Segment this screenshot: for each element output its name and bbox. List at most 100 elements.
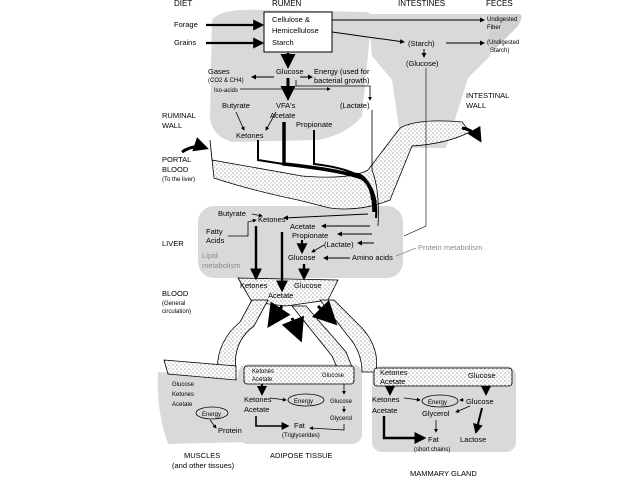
adipose-label: ADIPOSE TISSUE <box>270 451 332 460</box>
rumen-propionate: Propionate <box>296 120 332 129</box>
intestinal-flow-arrow <box>461 125 482 143</box>
substrate-cellulose: Cellulose & <box>272 15 310 24</box>
muscle-vessel <box>163 359 237 381</box>
arrow-flow-to-ketones-liver <box>283 213 369 221</box>
label-forage: Forage <box>174 20 198 29</box>
muscles-ketones: Ketones <box>172 392 194 398</box>
muscles-energy-oval <box>195 406 229 420</box>
muscles-label-2: (and other tissues) <box>172 461 235 470</box>
rumen-substrate-box <box>263 11 333 53</box>
rumen-acetate: Acetate <box>270 111 295 120</box>
arrow-mammary-acetate-to-fat <box>382 416 427 444</box>
general-circulation <box>237 277 339 307</box>
flow-lactate <box>371 110 379 227</box>
adipose-fat: Fat <box>294 421 306 430</box>
mammary-acetate: Acetate <box>372 406 397 415</box>
rumen-ketones: Ketones <box>236 131 264 140</box>
feces-starch-1: (Undigested <box>487 40 519 46</box>
liver-glucose: Glucose <box>288 253 316 262</box>
adipose-energy: Energy <box>294 399 313 405</box>
intestines-glucose: (Glucose) <box>406 59 439 68</box>
label-blood-1: BLOOD <box>162 289 189 298</box>
header-intestines: INTESTINES <box>398 0 445 8</box>
mammary-vessel-ketones: Ketones <box>380 368 408 377</box>
adipose-vessel-acetate: Acetate <box>252 377 273 383</box>
label-liver: LIVER <box>162 239 184 248</box>
feces-fiber-1: Undigested <box>487 17 517 23</box>
rumen-gases-detail: (CO2 & CH4) <box>208 78 244 84</box>
mammary-ketones: Ketones <box>372 395 400 404</box>
portal-flow-arrow <box>181 137 209 154</box>
mammary-glucose: Glucose <box>466 397 494 406</box>
blood-glucose: Glucose <box>294 281 322 290</box>
mammary-short-chains: (short chains) <box>414 447 450 453</box>
mammary-fat: Fat <box>428 435 440 444</box>
rumen-vfas: VFA's <box>276 101 296 110</box>
feces-starch-2: Starch) <box>490 48 509 54</box>
label-ruminal-wall-1: RUMINAL <box>162 111 196 120</box>
liver-amino-acids: Amino acids <box>352 253 393 262</box>
label-intestinal-wall-1: INTESTINAL <box>466 91 509 100</box>
header-feces: FECES <box>486 0 513 8</box>
adipose-vessel-glucose: Glucose <box>322 373 345 379</box>
flow-propionate <box>313 130 378 219</box>
liver-acetate: Acetate <box>290 222 315 231</box>
rumen-gases: Gases <box>208 67 230 76</box>
arrow-starch-to-intestines <box>331 31 405 44</box>
feces-region <box>486 14 522 50</box>
liver-lactate: (Lactate) <box>324 240 354 249</box>
mammary-vessel-acetate: Acetate <box>380 377 405 386</box>
blood-acetate: Acetate <box>268 291 293 300</box>
muscles-acetate: Acetate <box>172 402 193 408</box>
arrow-mammary-glucose-to-glycerol <box>455 405 471 413</box>
mammary-vessel <box>373 367 513 387</box>
adipose-glucose: Glucose <box>330 399 353 405</box>
mammary-glycerol: Glycerol <box>422 409 450 418</box>
muscles-label-1: MUSCLES <box>184 451 220 460</box>
substrate-hemicellulose: Hemicellulose <box>272 26 319 35</box>
mammary-energy-oval <box>421 394 459 408</box>
arrow-blood-left <box>267 301 291 328</box>
adipose-energy-oval <box>287 393 325 407</box>
label-portal-blood-2: BLOOD <box>162 165 189 174</box>
label-portal-blood-1: PORTAL <box>162 155 191 164</box>
arrow-fatty-acids-to-ketones <box>228 218 257 237</box>
mammary-lactose: Lactose <box>460 435 486 444</box>
rumen-lactate: (Lactate) <box>340 101 370 110</box>
liver-region <box>198 206 403 278</box>
label-blood-2: (General <box>162 301 185 307</box>
liver-protein-metabolism: Protein metabolism <box>418 243 482 252</box>
label-portal-blood-3: (To the liver) <box>162 177 195 183</box>
liver-butyrate: Butyrate <box>218 209 246 218</box>
liver-fatty-acids-1: Fatty <box>206 227 223 236</box>
mammary-label: MAMMARY GLAND <box>410 469 477 478</box>
muscles-energy: Energy <box>202 412 221 418</box>
rumen-iso-acids: Iso-acids <box>214 88 238 94</box>
adipose-triglycerides: (Triglycerides) <box>282 433 320 439</box>
arrow-glucose-to-lactose <box>473 407 483 434</box>
header-rumen: RUMEN <box>272 0 302 8</box>
arrow-butyrate-to-ketones-liver <box>251 213 263 218</box>
label-grains: Grains <box>174 38 196 47</box>
arrow-butyrate-to-ketones <box>235 111 245 131</box>
arrow-to-lactate <box>295 80 372 101</box>
arrow-muscle-energy-to-protein <box>209 419 217 429</box>
arrow-adipose-acetate-to-fat <box>255 416 290 430</box>
rumen-glucose: Glucose <box>276 67 304 76</box>
arrow-protein-metabolism <box>395 247 417 257</box>
arrow-vfa-to-ketones <box>265 111 277 131</box>
adipose-ketones: Ketones <box>244 395 272 404</box>
rumen-energy-1: Energy (used for <box>314 67 370 76</box>
blood-ketones: Ketones <box>240 281 268 290</box>
mammary-energy: Energy <box>428 400 447 406</box>
adipose-vessel <box>243 365 355 385</box>
mammary-vessel-glucose: Glucose <box>468 371 496 380</box>
label-blood-3: circulation) <box>162 309 191 315</box>
arrow-intestinal-glucose-to-liver <box>403 68 427 237</box>
rumen-energy-2: bacterial growth) <box>314 76 370 85</box>
label-intestinal-wall-2: WALL <box>466 101 486 110</box>
adipose-vessel-ketones: Ketones <box>252 369 274 375</box>
intestines-region <box>368 14 498 148</box>
